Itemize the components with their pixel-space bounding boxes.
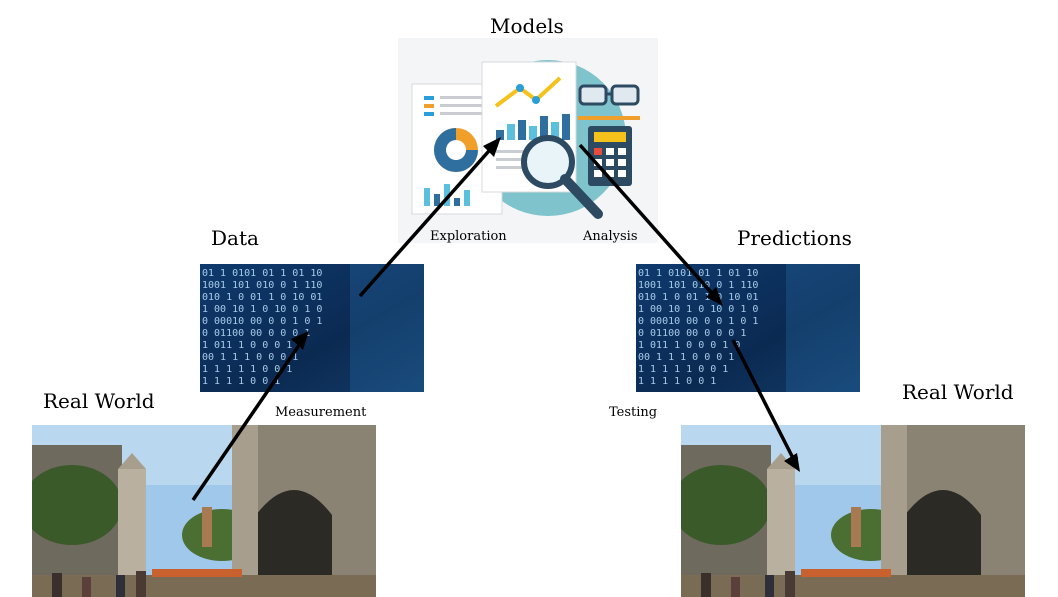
data-image: 01 1 0101 01 1 01 10 1001 101 010 0 1 11… [200,264,424,392]
svg-text:00 1 1 1 0 0 0 1: 00 1 1 1 0 0 0 1 [638,352,734,363]
svg-text:1 011 1 0 0 0 1 0: 1 011 1 0 0 0 1 0 [202,340,304,351]
real-world-left-title: Real World [43,389,155,413]
svg-text:010 1 0 01 1 0 10 01: 010 1 0 01 1 0 10 01 [202,292,322,303]
exploration-label: Exploration [430,229,507,244]
svg-text:01 1 0101 01 1 01 10: 01 1 0101 01 1 01 10 [638,268,758,279]
svg-text:1 00 10 1 0 10 0 1 0: 1 00 10 1 0 10 0 1 0 [638,304,758,315]
testing-label: Testing [609,405,658,420]
real-world-right-image [681,425,1025,597]
models-title: Models [490,14,564,38]
svg-text:0 00010 00 0 0 1 0 1: 0 00010 00 0 0 1 0 1 [638,316,758,327]
svg-text:0 00010 00 0 0 1 0 1: 0 00010 00 0 0 1 0 1 [202,316,322,327]
svg-text:1001 101 010 0 1 110: 1001 101 010 0 1 110 [202,280,322,291]
data-title: Data [211,226,259,250]
svg-text:1 011 1 0 0 0 1 0: 1 011 1 0 0 0 1 0 [638,340,740,351]
svg-text:00 1 1 1 0 0 0 1: 00 1 1 1 0 0 0 1 [202,352,298,363]
svg-text:1001 101 010 0 1 110: 1001 101 010 0 1 110 [638,280,758,291]
svg-text:1 00 10 1 0 10 0 1 0: 1 00 10 1 0 10 0 1 0 [202,304,322,315]
svg-text:010 1 0 01 1 0 10 01: 010 1 0 01 1 0 10 01 [638,292,758,303]
models-illustration [398,38,658,243]
real-world-right-title: Real World [902,380,1014,404]
svg-text:1 1 1 1 0 0 1: 1 1 1 1 0 0 1 [202,376,280,387]
predictions-title: Predictions [737,226,852,250]
svg-text:1 1 1 1 1 0 0 1: 1 1 1 1 1 0 0 1 [638,364,728,375]
real-world-left-image [32,425,376,597]
svg-text:0 01100 00 0 0 0 1: 0 01100 00 0 0 0 1 [638,328,746,339]
svg-text:0 01100 00 0 0 0 1: 0 01100 00 0 0 0 1 [202,328,310,339]
svg-text:1 1 1 1 1 0 0 1: 1 1 1 1 1 0 0 1 [202,364,292,375]
predictions-image: 01 1 0101 01 1 01 10 1001 101 010 0 1 11… [636,264,860,392]
measurement-label: Measurement [275,405,367,420]
svg-text:01 1 0101 01 1 01 10: 01 1 0101 01 1 01 10 [202,268,322,279]
svg-text:1 1 1 1 0 0 1: 1 1 1 1 0 0 1 [638,376,716,387]
analysis-label: Analysis [583,229,638,244]
